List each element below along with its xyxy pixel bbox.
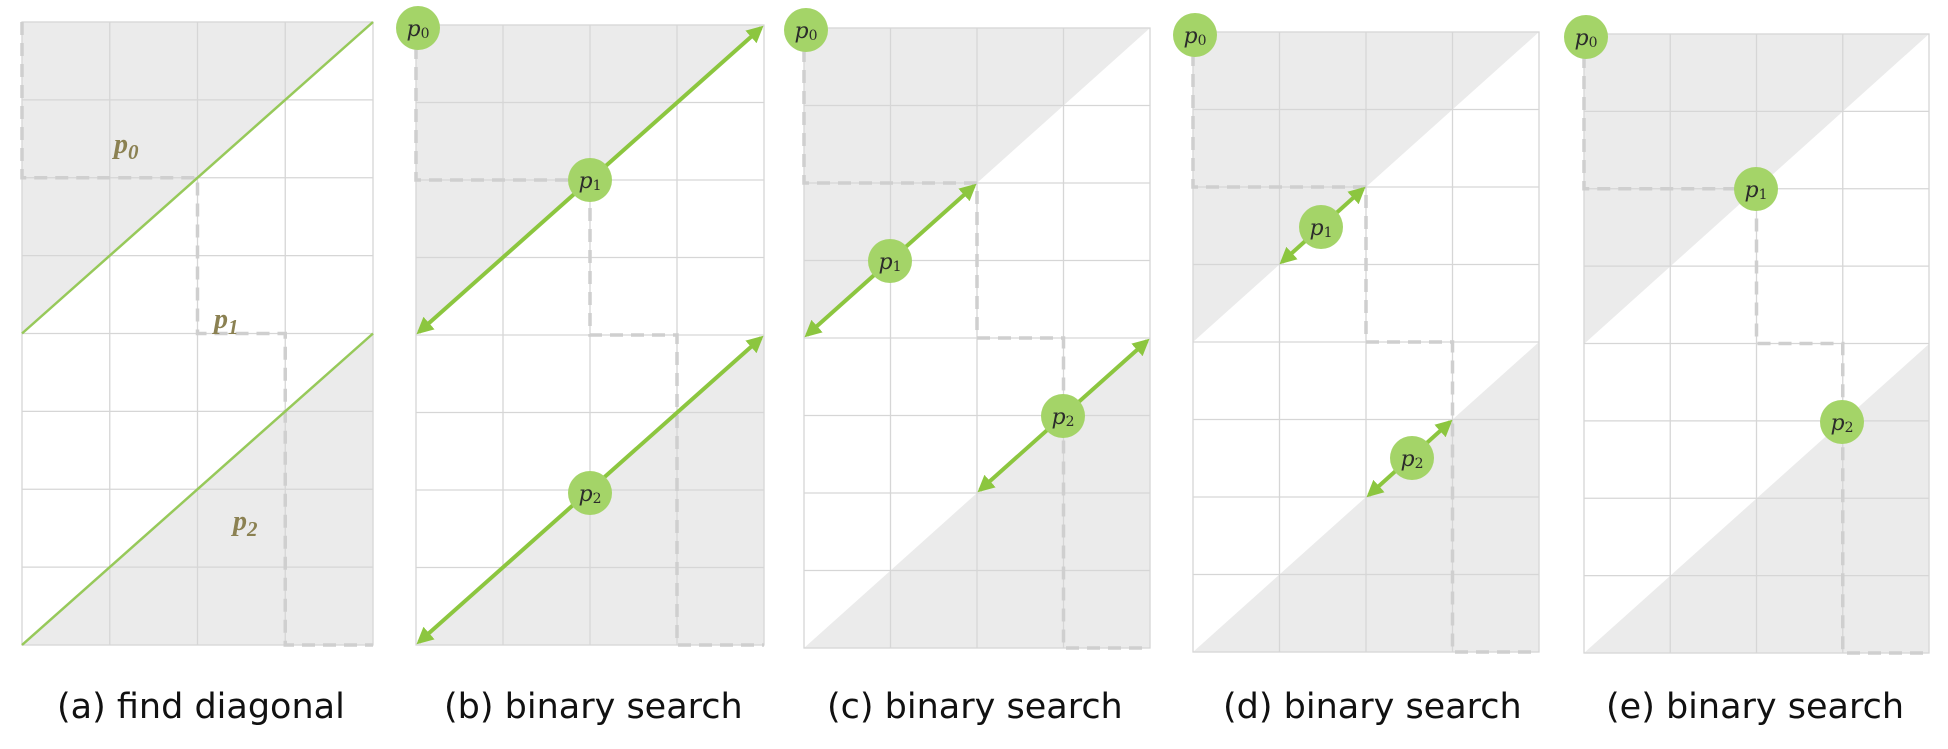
caption-e: (e) binary search (1606, 687, 1904, 727)
svg-text:p0: p0 (406, 17, 429, 42)
diagonal-line-lower (21, 332, 374, 646)
svg-text:p1: p1 (878, 250, 901, 275)
staircase-path (802, 28, 1150, 650)
panel-c: p0 p1 p2 (c) binary search (784, 8, 1151, 727)
diagonal-line-upper (21, 21, 374, 335)
node-p0: p0 (1564, 15, 1608, 59)
node-p2: p2 (1820, 400, 1864, 444)
label-p0: p0 (112, 129, 139, 164)
node-p2: p2 (1390, 436, 1434, 480)
caption-a: (a) find diagonal (57, 687, 345, 727)
svg-text:p2: p2 (1400, 447, 1423, 472)
panel-a: p0 p1 p2 (a) find diagonal (20, 21, 374, 727)
node-p2: p2 (1041, 394, 1085, 438)
node-p1: p1 (1734, 167, 1778, 211)
node-p1: p1 (868, 239, 912, 283)
svg-text:p0: p0 (1183, 24, 1206, 49)
panel-b: p0 p1 p2 (b) binary search (396, 6, 765, 727)
svg-text:p2: p2 (1051, 405, 1074, 430)
caption-b: (b) binary search (444, 687, 743, 727)
label-p1: p1 (212, 304, 239, 339)
staircase-path (1191, 32, 1539, 654)
panel-e: p0 p1 p2 (e) binary search (1564, 15, 1930, 727)
node-p2: p2 (568, 471, 612, 515)
staircase-path (1582, 34, 1929, 655)
caption-d: (d) binary search (1223, 687, 1522, 727)
svg-text:p0: p0 (794, 19, 817, 44)
panel-d: p0 p1 p2 (d) binary search (1173, 13, 1540, 727)
svg-text:p2: p2 (1830, 411, 1853, 436)
svg-text:p0: p0 (1574, 26, 1597, 51)
svg-text:p1: p1 (578, 169, 601, 194)
caption-c: (c) binary search (827, 687, 1123, 727)
staircase-path (20, 22, 373, 647)
node-p1: p1 (568, 158, 612, 202)
node-p0: p0 (396, 6, 440, 50)
node-p0: p0 (784, 8, 828, 52)
svg-text:p1: p1 (1309, 216, 1332, 241)
staircase-path (414, 25, 764, 647)
node-p0: p0 (1173, 13, 1217, 57)
svg-text:p2: p2 (578, 482, 601, 507)
node-p1: p1 (1299, 205, 1343, 249)
label-p2: p2 (231, 506, 258, 541)
svg-text:p1: p1 (1744, 178, 1767, 203)
